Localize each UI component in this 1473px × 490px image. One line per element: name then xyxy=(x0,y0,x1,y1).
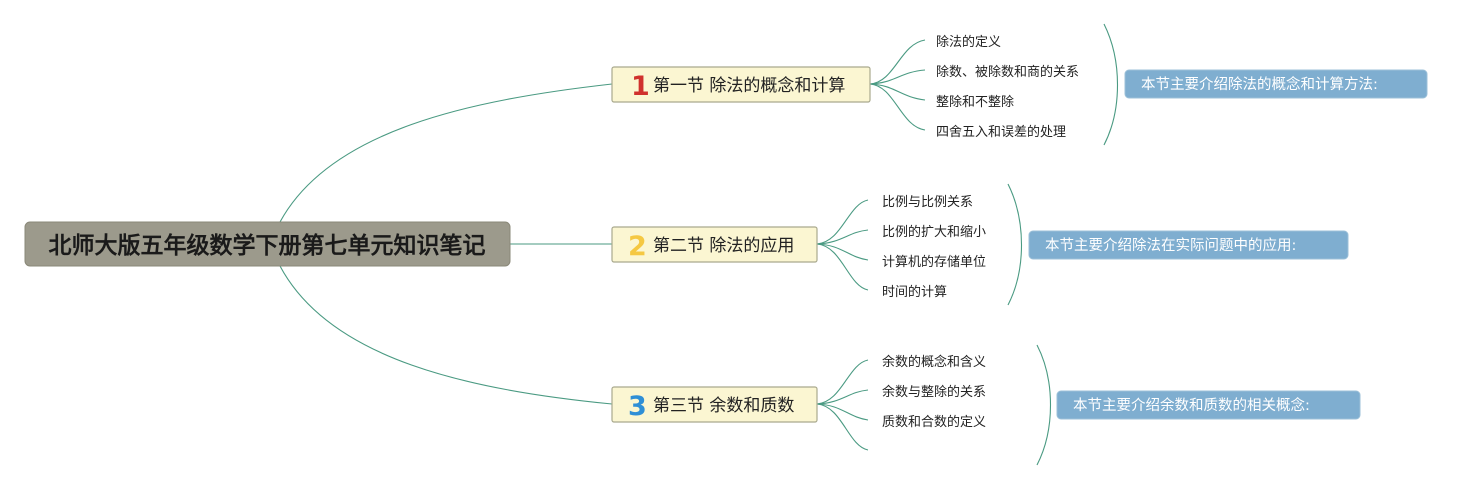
section-2-item-3: 计算机的存储单位 xyxy=(882,254,986,270)
section-1-number: 1 xyxy=(631,71,650,102)
section-2-summary[interactable]: 本节主要介绍除法在实际问题中的应用: xyxy=(1028,230,1349,260)
section-1-item-3: 整除和不整除 xyxy=(936,95,1014,110)
connector-section-2-item-1 xyxy=(816,199,869,245)
connector-section-2-item-2 xyxy=(816,229,869,245)
section-1-item-connectors xyxy=(869,39,926,131)
section-3-summary-text: 本节主要介绍余数和质数的相关概念: xyxy=(1073,396,1310,414)
connector-section-3-item-3 xyxy=(816,403,869,421)
section-1-bracket xyxy=(1103,23,1119,146)
section-2-summary-text: 本节主要介绍除法在实际问题中的应用: xyxy=(1045,236,1296,254)
section-2-box xyxy=(611,226,818,263)
section-2-bracket xyxy=(1007,183,1023,306)
section-1-summary[interactable]: 本节主要介绍除法的概念和计算方法: xyxy=(1124,69,1428,99)
section-1-item-1: 除法的定义 xyxy=(936,34,1001,50)
section-2-item-4: 时间的计算 xyxy=(882,284,947,300)
connector-section-3-item-4 xyxy=(816,403,869,451)
section-2-summary-box xyxy=(1028,230,1349,260)
section-1-box xyxy=(611,66,871,103)
root-connectors xyxy=(279,83,613,405)
connector-root-section-3 xyxy=(279,265,613,405)
connector-section-1-item-2 xyxy=(869,69,926,85)
connector-section-1-item-4 xyxy=(869,83,926,131)
section-3-box xyxy=(611,386,818,423)
section-2-item-connectors xyxy=(816,199,869,291)
section-3-bracket xyxy=(1036,344,1052,466)
section-2: 2 第二节 除法的应用 比例与比例关系 比例的扩大和缩小 计算机的存储单位 时间… xyxy=(611,183,1349,306)
section-1: 1 第一节 除法的概念和计算 除法的定义 除数、被除数和商的关系 整除和不整除 … xyxy=(611,23,1428,146)
section-3-item-1: 余数的概念和含义 xyxy=(882,354,986,370)
section-3-item-connectors xyxy=(816,359,869,451)
connector-section-3-item-2 xyxy=(816,389,869,405)
root-node-box xyxy=(24,221,511,267)
section-1-node[interactable]: 1 第一节 除法的概念和计算 xyxy=(611,66,871,103)
section-2-item-2: 比例的扩大和缩小 xyxy=(882,224,986,240)
section-3-title: 第三节 余数和质数 xyxy=(653,396,794,416)
section-3-item-2: 余数与整除的关系 xyxy=(882,384,986,400)
section-3-item-3: 质数和合数的定义 xyxy=(882,414,986,430)
connector-section-2-item-3 xyxy=(816,243,869,261)
section-2-node[interactable]: 2 第二节 除法的应用 xyxy=(611,226,818,263)
section-3-summary-box xyxy=(1056,390,1361,420)
connector-section-1-item-3 xyxy=(869,83,926,101)
section-3: 3 第三节 余数和质数 余数的概念和含义 余数与整除的关系 质数和合数的定义 本… xyxy=(611,344,1361,466)
section-3-node[interactable]: 3 第三节 余数和质数 xyxy=(611,386,818,423)
section-2-title: 第二节 除法的应用 xyxy=(653,236,794,256)
section-1-summary-text: 本节主要介绍除法的概念和计算方法: xyxy=(1141,75,1378,93)
connector-section-3-item-1 xyxy=(816,359,869,405)
section-2-item-1: 比例与比例关系 xyxy=(882,195,973,210)
connector-root-section-1 xyxy=(279,83,613,223)
root-node[interactable]: 北师大版五年级数学下册第七单元知识笔记 xyxy=(24,221,511,267)
connector-section-2-item-4 xyxy=(816,243,869,291)
connector-section-1-item-1 xyxy=(869,39,926,85)
section-2-number: 2 xyxy=(628,231,647,262)
section-3-number: 3 xyxy=(628,391,647,422)
section-1-title: 第一节 除法的概念和计算 xyxy=(653,75,845,96)
section-1-item-2: 除数、被除数和商的关系 xyxy=(936,64,1079,80)
section-1-item-4: 四舍五入和误差的处理 xyxy=(936,124,1066,140)
section-3-summary[interactable]: 本节主要介绍余数和质数的相关概念: xyxy=(1056,390,1361,420)
root-title: 北师大版五年级数学下册第七单元知识笔记 xyxy=(49,232,486,259)
section-1-summary-box xyxy=(1124,69,1428,99)
